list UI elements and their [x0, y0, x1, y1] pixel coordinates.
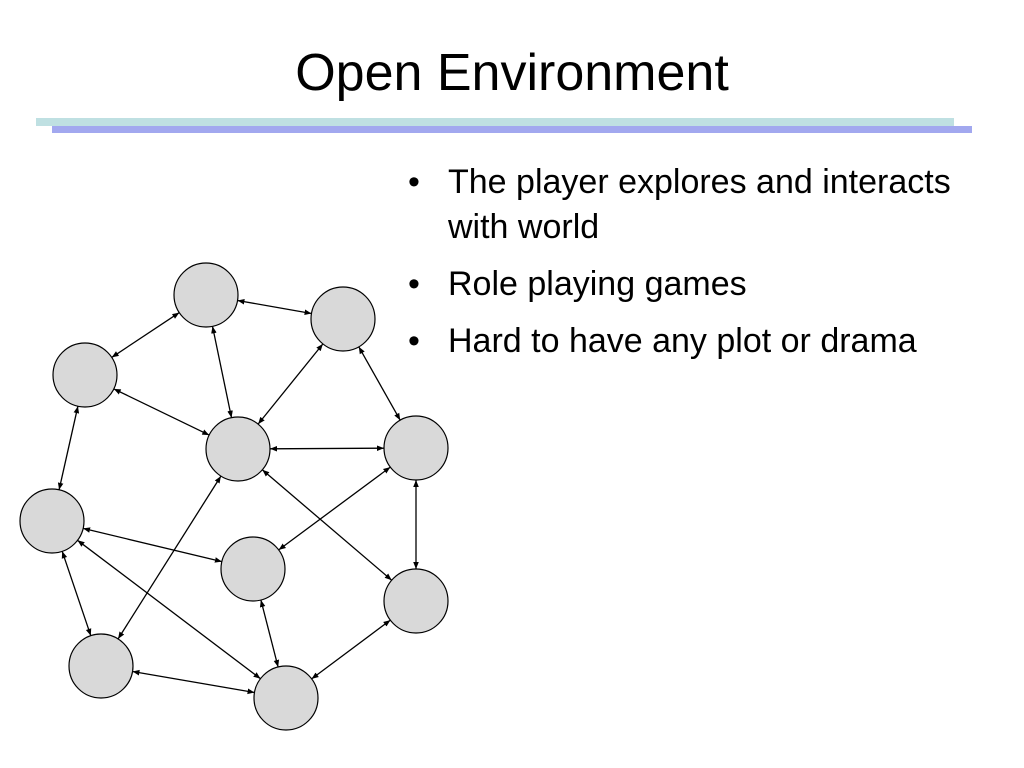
graph-nodes	[19, 262, 449, 731]
title-underline-teal	[36, 118, 954, 126]
graph-node-top	[173, 262, 239, 328]
bullet-icon: •	[408, 322, 420, 360]
graph-edge-bottom-center-to-lower-right	[311, 619, 391, 680]
bullet-item: • The player explores and interacts with…	[404, 160, 1014, 250]
bullet-icon: •	[408, 163, 420, 201]
bullet-text: The player explores and interacts with w…	[448, 163, 951, 246]
bullet-text: Hard to have any plot or drama	[448, 322, 917, 360]
graph-edge-right-to-middle	[278, 466, 391, 551]
graph-node-bottom-left	[68, 633, 134, 699]
graph-node-upper-right	[310, 286, 376, 352]
graph-edges	[57, 298, 419, 695]
graph-edge-left-to-bottom-left	[61, 551, 92, 636]
graph-edge-top-to-center	[211, 326, 233, 418]
graph-edge-left-to-bottom-center	[77, 539, 261, 680]
graph-node-lower-right	[383, 568, 449, 634]
bullet-text: Role playing games	[448, 265, 747, 303]
graph-node-middle	[220, 536, 286, 602]
graph-edge-upper-left-to-left	[57, 406, 80, 490]
title-underline-blue	[52, 126, 972, 133]
graph-edge-left-to-middle	[82, 527, 223, 563]
graph-node-right	[383, 415, 449, 481]
graph-node-center	[205, 416, 271, 482]
bullet-icon: •	[408, 265, 420, 303]
bullet-item: • Hard to have any plot or drama	[404, 319, 1014, 364]
graph-node-bottom-center	[253, 665, 319, 731]
bullet-item: • Role playing games	[404, 262, 1014, 307]
graph-edge-upper-right-to-center	[257, 343, 324, 425]
graph-edge-top-to-upper-right	[237, 298, 312, 316]
graph-edge-center-to-right	[269, 445, 385, 452]
bullet-list: • The player explores and interacts with…	[404, 160, 1014, 376]
graph-node-upper-left	[52, 342, 118, 408]
graph-edge-middle-to-bottom-center	[259, 599, 280, 668]
graph-edge-upper-left-to-center	[113, 388, 210, 436]
graph-edge-top-to-upper-left	[111, 312, 180, 358]
slide-title: Open Environment	[295, 44, 729, 102]
graph-edge-upper-right-to-right	[358, 346, 401, 421]
graph-edge-bottom-left-to-bottom-center	[132, 669, 255, 695]
graph-node-left	[19, 488, 85, 554]
